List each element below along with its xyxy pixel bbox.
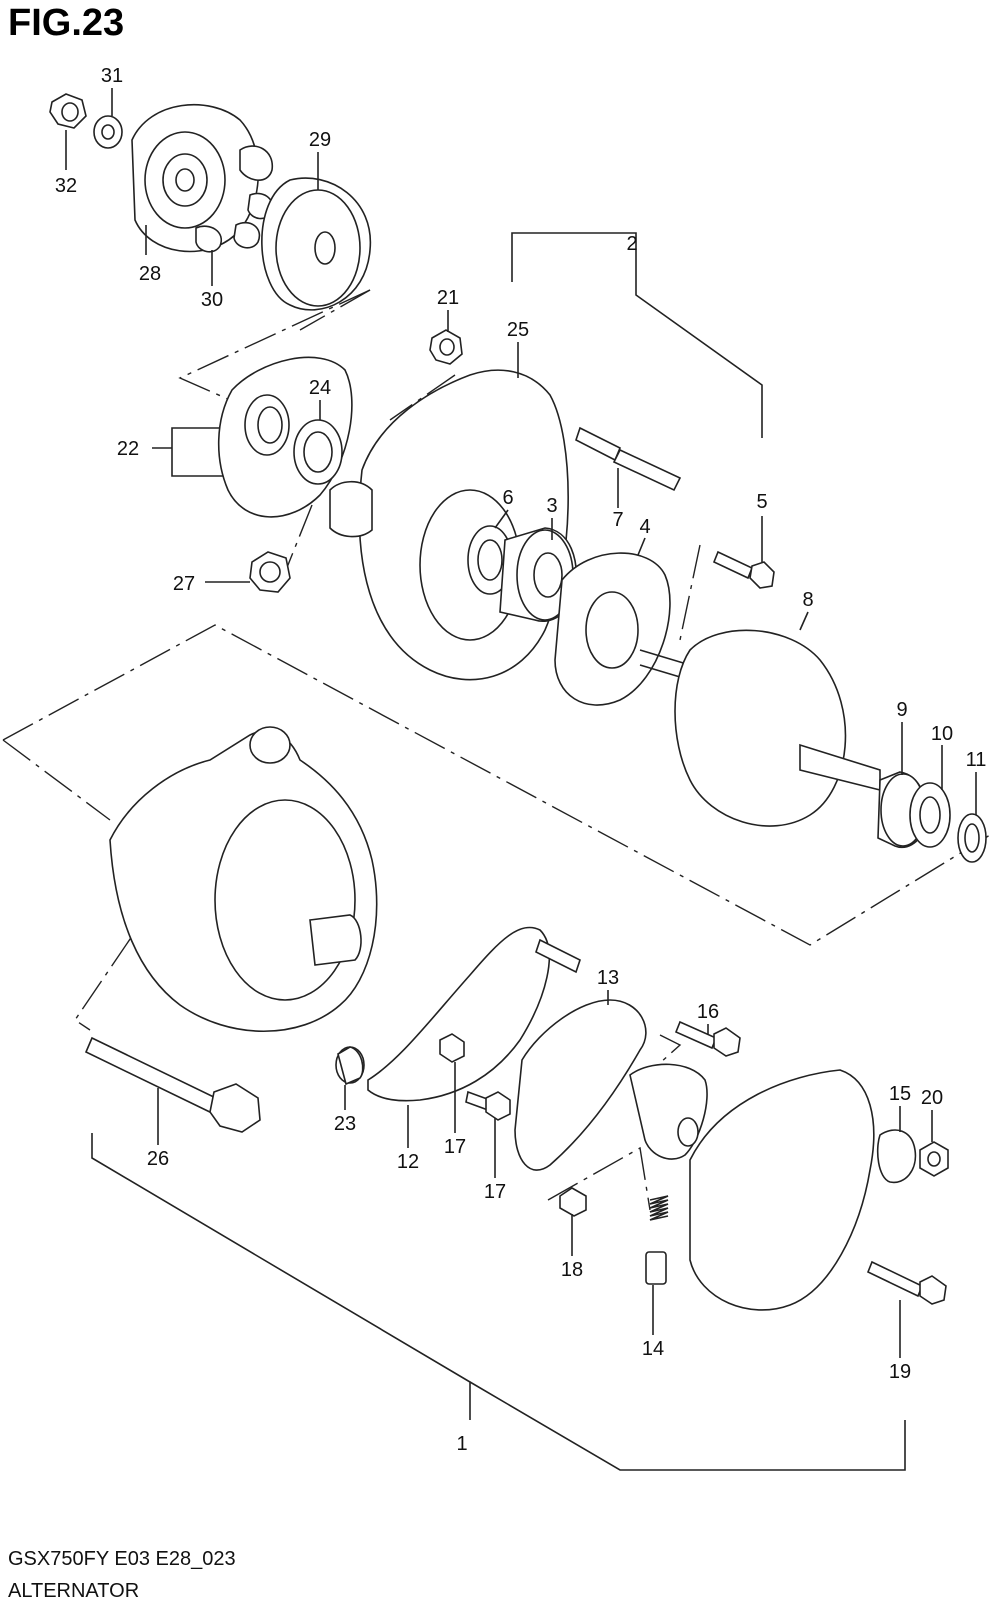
part-label-10: 10 [931, 723, 953, 745]
alignment-line-bolt [74, 894, 161, 1031]
brush-holder [629, 1063, 708, 1160]
model-code: GSX750FY E03 E28_023 [8, 1548, 236, 1570]
ring-part-11 [957, 813, 987, 863]
leader-lines [65, 88, 977, 1358]
part-label-26: 26 [147, 1148, 169, 1170]
screw-part-18 [559, 1187, 587, 1217]
part-label-24: 24 [309, 377, 331, 399]
bracket-part-22 [171, 427, 232, 477]
alignment-line-21 [389, 374, 456, 421]
washer-part-31 [93, 115, 123, 149]
part-label-5: 5 [756, 491, 767, 513]
part-label-25: 25 [507, 319, 529, 341]
rear-cover [689, 1069, 875, 1311]
part-label-14: 14 [642, 1338, 664, 1360]
bolt-part-19 [866, 1260, 947, 1305]
part-label-27: 27 [173, 573, 195, 595]
part-label-17b: 17 [484, 1181, 506, 1203]
bracket-part-2 [511, 232, 763, 438]
rotor-part-8 [639, 629, 881, 827]
part-label-3: 3 [546, 495, 557, 517]
stud-part-7 [575, 426, 682, 492]
alignment-line-top [178, 289, 371, 401]
pulley-part-29 [261, 177, 372, 311]
alignment-line-middle [2, 624, 991, 946]
alignment-line-left [2, 739, 111, 821]
part-label-31: 31 [101, 65, 123, 87]
regulator-part-13 [514, 999, 647, 1171]
collar-part-23 [335, 1046, 365, 1086]
bearing-cover-part-10 [909, 782, 951, 848]
bracket-part-1-right [469, 1381, 906, 1471]
figure-title: FIG.23 [8, 2, 125, 44]
part-label-23: 23 [334, 1113, 356, 1135]
part-label-13: 13 [597, 967, 619, 989]
part-label-20: 20 [921, 1087, 943, 1109]
screw-part-17a [439, 1033, 465, 1063]
part-label-4: 4 [639, 516, 650, 538]
part-label-11: 11 [966, 749, 987, 771]
part-label-7: 7 [612, 509, 623, 531]
bolt-part-26 [84, 1036, 261, 1133]
part-label-29: 29 [309, 129, 331, 151]
alignment-line-spring [547, 1146, 651, 1211]
boot-part-15 [876, 1129, 917, 1184]
part-label-2: 2 [626, 233, 637, 255]
part-label-8: 8 [802, 589, 813, 611]
bracket-part-1 [91, 1133, 471, 1420]
alignment-line-pulley [299, 289, 371, 331]
part-label-15: 15 [889, 1083, 911, 1105]
nut-part-20 [919, 1141, 949, 1177]
part-label-18: 18 [561, 1259, 583, 1281]
part-label-19: 19 [889, 1361, 911, 1383]
rectifier-part-12 [367, 926, 581, 1102]
front-housing-part-25 [329, 369, 569, 681]
part-label-16: 16 [697, 1001, 719, 1023]
alignment-line-cover [649, 1034, 682, 1073]
part-label-9: 9 [896, 699, 907, 721]
part-label-30: 30 [201, 289, 223, 311]
section-name: ALTERNATOR [8, 1580, 140, 1602]
part-label-21: 21 [437, 287, 459, 309]
part-label-22: 22 [117, 438, 139, 460]
part-label-1: 1 [456, 1433, 467, 1455]
part-label-6: 6 [502, 487, 513, 509]
nut-part-27 [249, 551, 291, 593]
fan-hub-part-28 [131, 103, 260, 253]
part-label-17a: 17 [444, 1136, 466, 1158]
screw-part-17b [465, 1090, 511, 1121]
brush-spring-part-14 [645, 1195, 669, 1285]
bearing-part-24 [293, 419, 343, 485]
screw-part-16 [674, 1020, 741, 1057]
part-label-12: 12 [397, 1151, 419, 1173]
nut-part-21 [429, 329, 463, 365]
part-label-28: 28 [139, 263, 161, 285]
retainer-plate-part-4 [554, 552, 671, 706]
alternator-assembly-part-1 [109, 726, 378, 1033]
part-label-32: 32 [55, 175, 77, 197]
alignment-line-rotor [679, 544, 701, 641]
part-labels: 1 2 3 4 5 6 7 8 9 10 11 12 13 14 15 16 1… [55, 65, 987, 1455]
screw-part-5 [712, 550, 775, 589]
nut-part-32 [49, 93, 87, 129]
